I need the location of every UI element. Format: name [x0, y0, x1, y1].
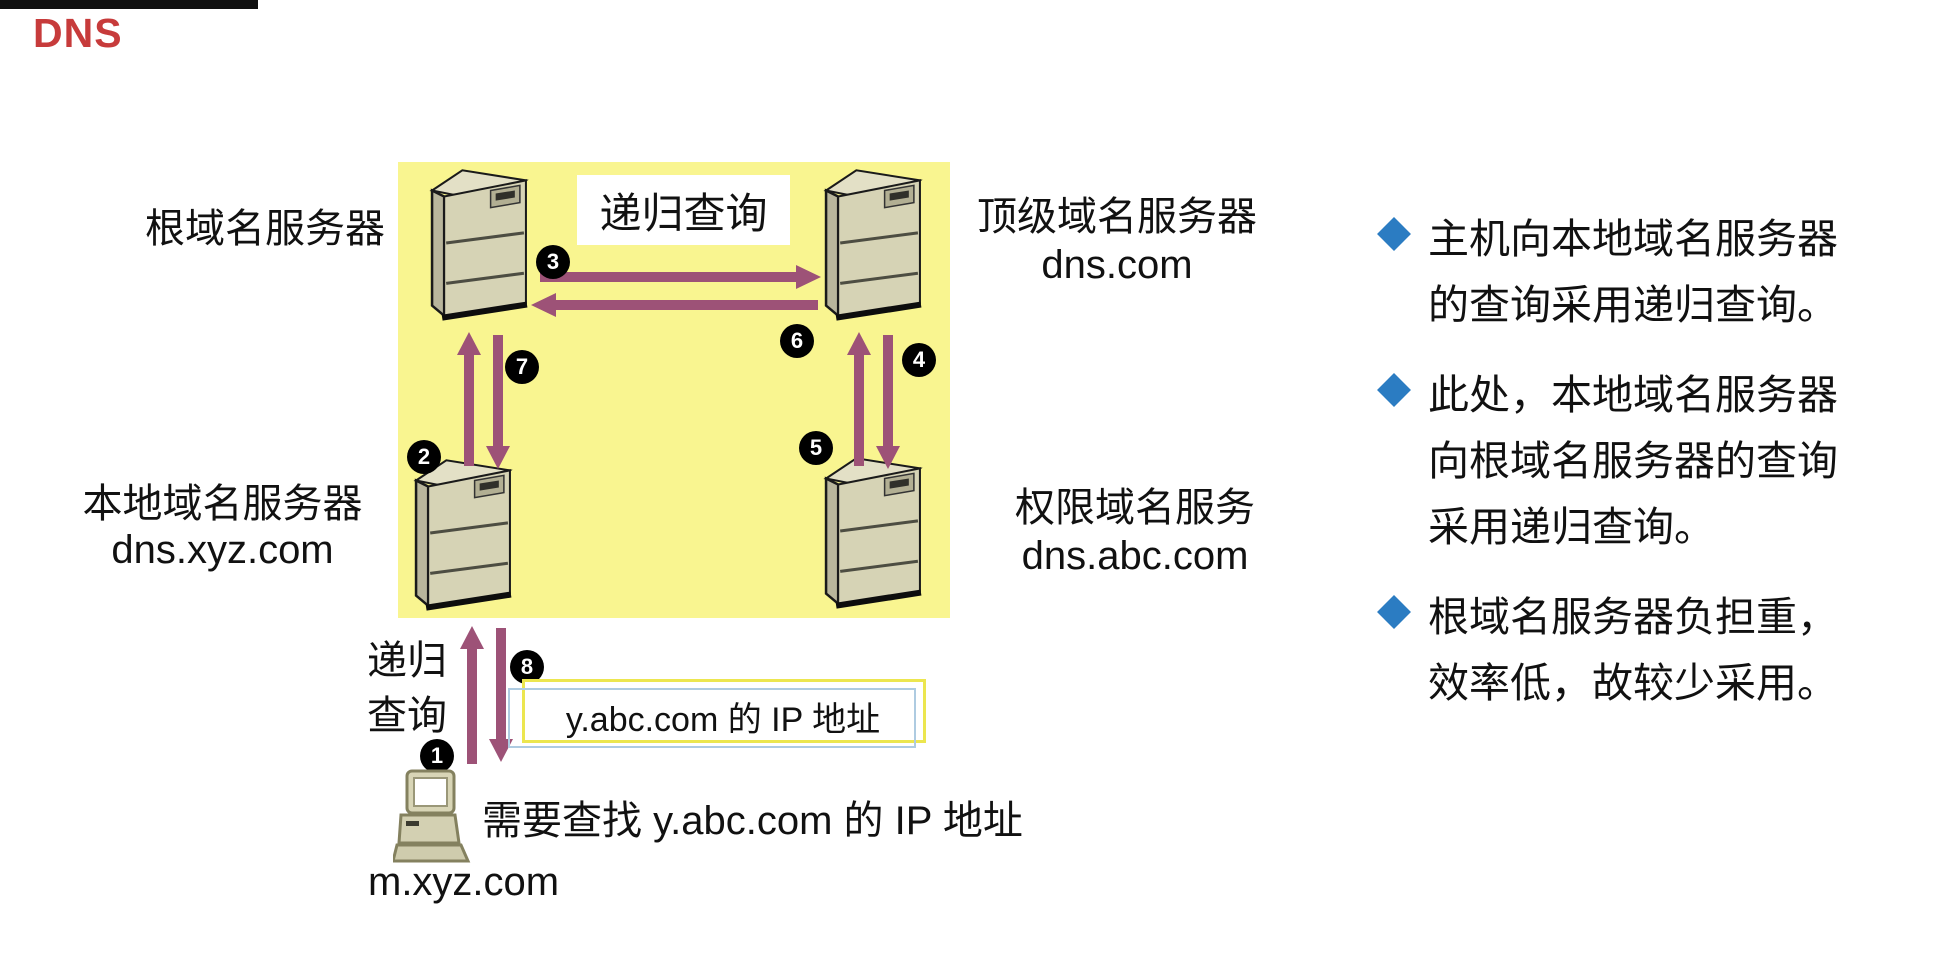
arrowhead-root-to-local	[486, 446, 510, 469]
recursive-side-line2: 查询	[367, 694, 447, 738]
tld-server-name: 顶级域名服务器	[977, 195, 1257, 239]
step-badge-2: 2	[407, 440, 441, 474]
arrowhead-tld-to-auth	[876, 446, 900, 469]
arrowhead-local-to-root	[457, 332, 481, 355]
callout-blue-frame	[508, 688, 916, 748]
arrowhead-root-to-tld	[796, 265, 821, 289]
auth-server-label: 权限域名服务 dns.abc.com	[960, 484, 1310, 580]
step-badge-8: 8	[510, 650, 544, 684]
note-text: 此处，本地域名服务器向根域名服务器的查询采用递归查询。	[1428, 372, 1838, 550]
arrow-local-to-host	[496, 628, 506, 740]
tld-server-domain: dns.com	[1041, 243, 1193, 287]
ip-result-callout: y.abc.com 的 IP 地址	[508, 676, 938, 754]
arrow-tld-to-root	[556, 300, 818, 310]
local-server-name: 本地域名服务器	[82, 482, 363, 526]
server-icon-tld	[823, 169, 923, 321]
diamond-bullet-icon	[1377, 217, 1411, 251]
recursive-side-label: 递归 查询	[362, 634, 452, 744]
note-text: 主机向本地域名服务器的查询采用递归查询。	[1428, 216, 1838, 328]
note-item: 主机向本地域名服务器的查询采用递归查询。	[1377, 206, 1922, 338]
auth-server-name: 权限域名服务	[1015, 486, 1255, 530]
server-icon-auth	[823, 457, 923, 609]
step-badge-6: 6	[780, 324, 814, 358]
top-edge-bar	[0, 0, 258, 9]
arrowhead-local-to-host	[489, 739, 513, 762]
arrow-auth-to-tld	[854, 354, 864, 466]
arrowhead-auth-to-tld	[847, 332, 871, 355]
step-badge-1: 1	[420, 739, 454, 773]
diamond-bullet-icon	[1377, 373, 1411, 407]
step-badge-3: 3	[536, 245, 570, 279]
step-badge-5: 5	[799, 431, 833, 465]
ip-result-text: y.abc.com 的 IP 地址	[565, 701, 881, 739]
recursive-query-box: 递归查询	[577, 175, 790, 245]
note-text: 根域名服务器负担重，效率低，故较少采用。	[1428, 594, 1838, 706]
note-item: 此处，本地域名服务器向根域名服务器的查询采用递归查询。	[1377, 362, 1922, 560]
note-item: 根域名服务器负担重，效率低，故较少采用。	[1377, 584, 1922, 716]
diamond-bullet-icon	[1377, 595, 1411, 629]
arrow-root-to-tld	[540, 272, 798, 282]
server-icon-root	[429, 169, 529, 321]
host-name-label: m.xyz.com	[368, 860, 560, 904]
local-server-domain: dns.xyz.com	[111, 528, 334, 572]
server-icon-local	[413, 459, 513, 611]
arrow-root-to-local	[493, 335, 503, 447]
notes-list: 主机向本地域名服务器的查询采用递归查询。 此处，本地域名服务器向根域名服务器的查…	[1377, 206, 1922, 740]
arrow-local-to-root	[464, 354, 474, 466]
step-badge-4: 4	[902, 343, 936, 377]
host-computer-icon	[393, 769, 471, 863]
arrow-host-to-local	[467, 648, 477, 764]
step-badge-7: 7	[505, 350, 539, 384]
auth-server-domain: dns.abc.com	[1021, 534, 1249, 578]
page-title: DNS	[33, 10, 123, 56]
recursive-side-line1: 递归	[367, 639, 447, 683]
local-server-label: 本地域名服务器 dns.xyz.com	[55, 481, 390, 573]
root-server-label: 根域名服务器	[145, 207, 385, 251]
host-query-text: 需要查找 y.abc.com 的 IP 地址	[482, 799, 1023, 843]
arrow-tld-to-auth	[883, 335, 893, 447]
arrowhead-tld-to-root	[531, 293, 556, 317]
tld-server-label: 顶级域名服务器 dns.com	[952, 193, 1282, 289]
arrowhead-host-to-local	[460, 626, 484, 649]
